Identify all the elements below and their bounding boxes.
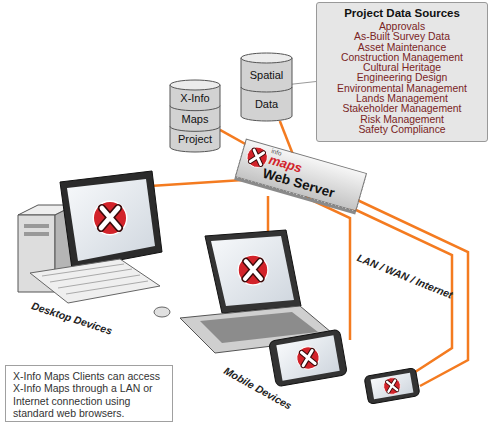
phone: [364, 368, 420, 405]
monitor-bezel: [60, 171, 162, 269]
database-name: X-Info Maps Project: [172, 88, 218, 150]
database-cylinder: Spatial Data: [241, 53, 292, 121]
cylinder-text: X-Info Maps Project: [172, 88, 218, 150]
list-item: Engineering Design: [321, 73, 483, 83]
mouse: [154, 307, 170, 317]
list-item: As-Built Survey Data: [321, 32, 483, 42]
tablet: [269, 329, 348, 387]
cylinder-body: [241, 58, 292, 121]
phone-screen: [371, 373, 414, 400]
database-cylinder: X-Info Maps Project: [170, 80, 220, 152]
tablet-screen: [276, 335, 339, 381]
cylinder-top: [170, 80, 220, 90]
list-item: Asset Maintenance: [321, 43, 483, 53]
cylinder-outline: [241, 53, 292, 121]
cylinder-top: [241, 53, 292, 63]
network-wire: [336, 190, 468, 386]
data-sources-box: Project Data SourcesApprovalsAs-Built Su…: [316, 2, 488, 142]
network-label: LAN / WAN / Internet: [355, 251, 454, 300]
note-box: X-Info Maps Clients can access X-Info Ma…: [5, 365, 173, 422]
list-item: Approvals: [321, 22, 483, 32]
cylinder-text: Spatial Data: [243, 61, 290, 119]
drive-bay: [24, 224, 49, 228]
tablet-body: [269, 329, 348, 387]
list-item: Stakeholder Management: [321, 104, 483, 114]
list-item: Risk Management: [321, 115, 483, 125]
cylinder-band: [170, 106, 220, 111]
app-logo: [382, 376, 401, 395]
keyboard: [30, 259, 160, 303]
monitor-screen: [67, 179, 155, 261]
phone-body: [364, 368, 420, 405]
app-logo: [295, 345, 321, 371]
network-connector: [292, 82, 316, 85]
note-text: X-Info Maps Clients can access X-Info Ma…: [13, 370, 165, 420]
list-item: Lands Management: [321, 94, 483, 104]
keyboard-keys: [42, 264, 148, 294]
cylinder-band: [241, 87, 292, 92]
app-logo: [238, 255, 268, 285]
laptop-bezel: [205, 230, 301, 313]
network-wire: [150, 180, 243, 186]
keyboard-body: [30, 259, 160, 303]
web-server: infomapsWeb Server: [235, 138, 367, 211]
app-logo: [93, 201, 126, 234]
cylinder-body: [170, 85, 220, 152]
list-item: Safety Compliance: [321, 125, 483, 135]
drive-bay: [24, 232, 49, 236]
network-wire: [267, 196, 270, 236]
cylinder-band: [170, 126, 220, 131]
group-label: Desktop Devices: [30, 299, 114, 336]
network-wires: [150, 180, 468, 386]
box-heading: Project Data Sources: [321, 6, 483, 20]
list-item: Cultural Heritage: [321, 63, 483, 73]
list-item: Construction Management: [321, 53, 483, 63]
database-name: Spatial Data: [243, 61, 290, 119]
list-item: Environmental Management: [321, 84, 483, 94]
laptop-screen: [211, 236, 294, 306]
